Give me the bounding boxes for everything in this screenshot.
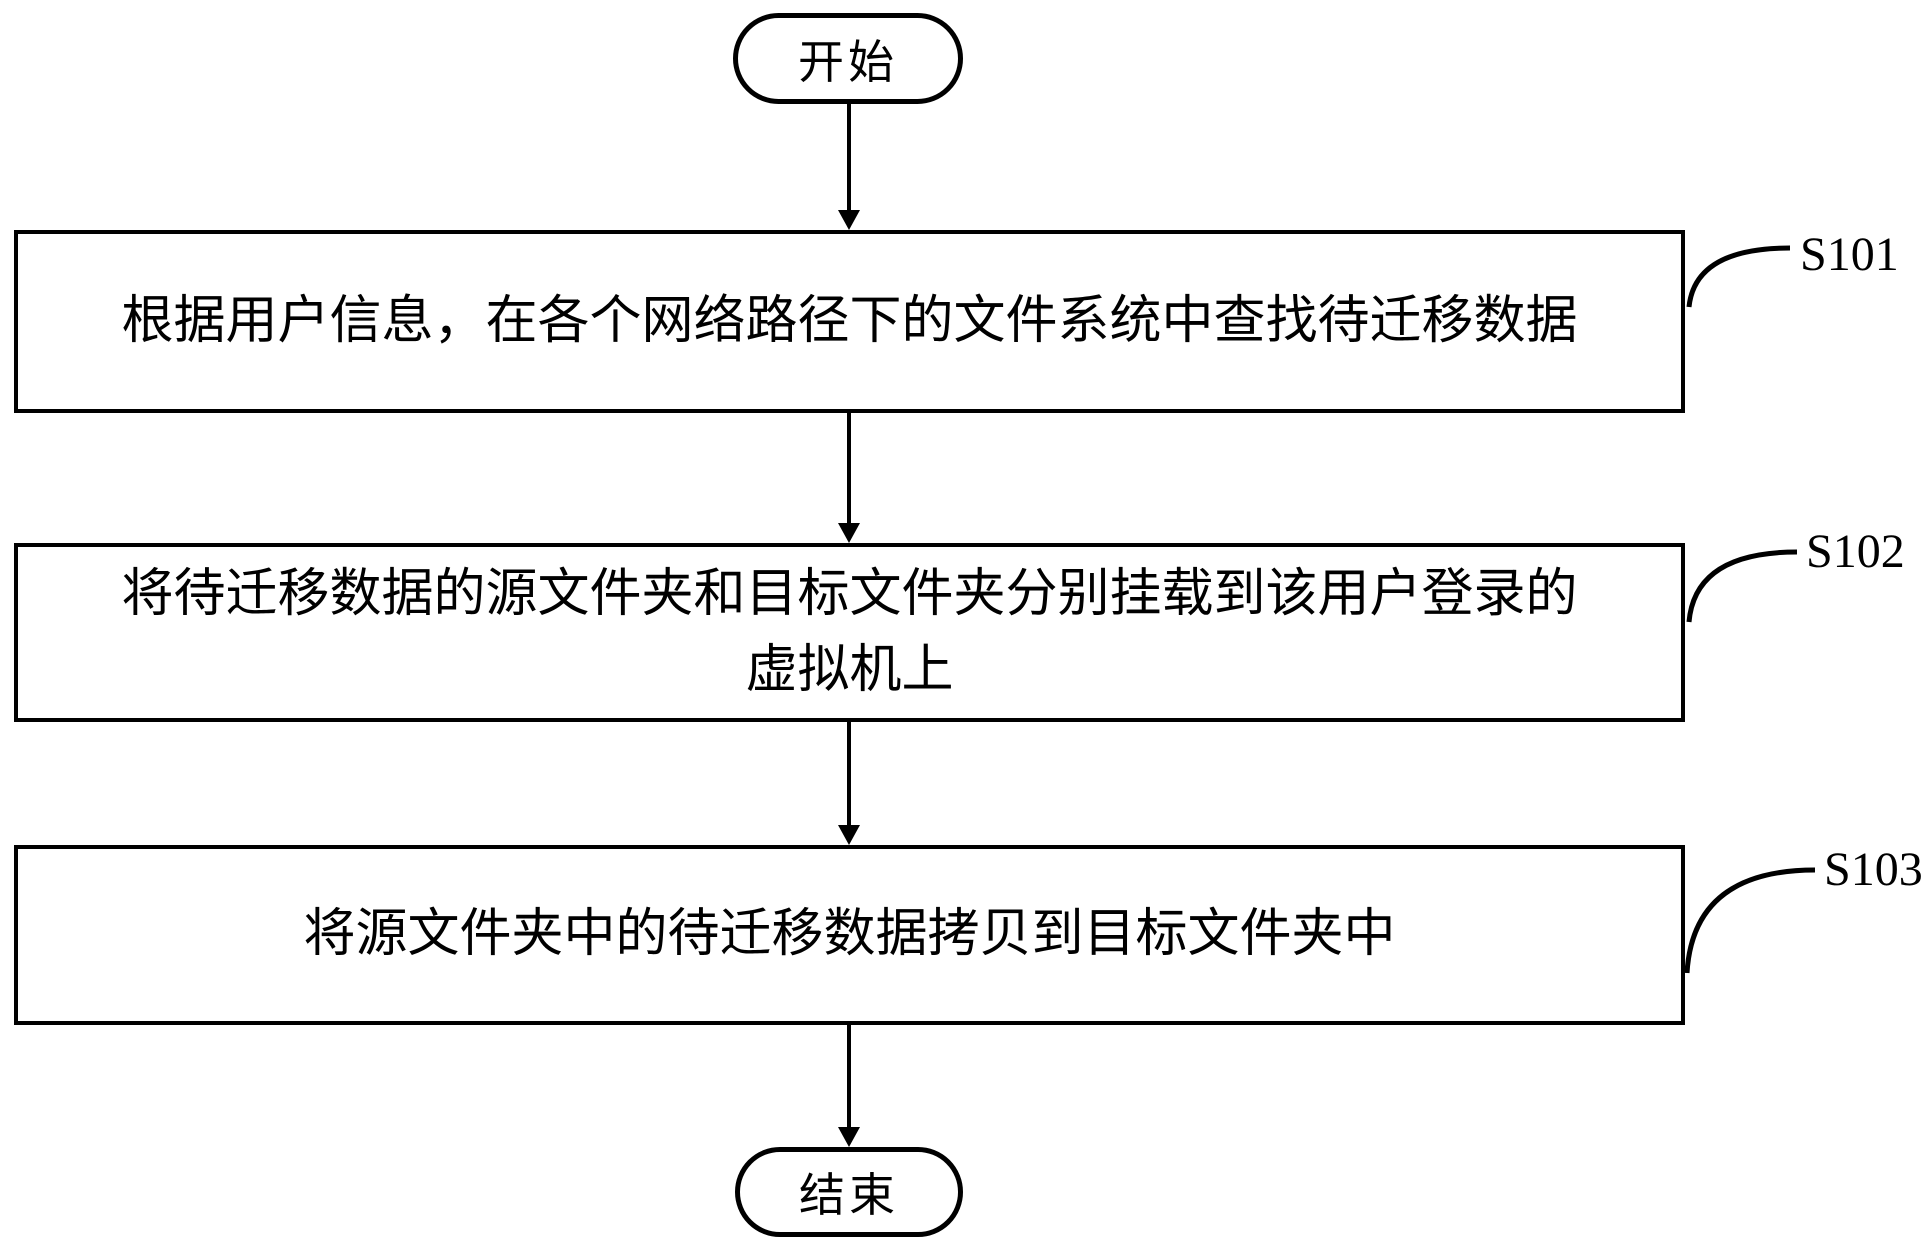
leader-curve-s103 xyxy=(1684,867,1816,974)
step-label-s101: S101 xyxy=(1800,228,1899,281)
leader-curve-s101 xyxy=(1686,245,1791,308)
arrow-s103-to-end xyxy=(838,1025,860,1147)
step-text-s102: 将待迁移数据的源文件夹和目标文件夹分别挂载到该用户登录的 虚拟机上 xyxy=(121,566,1578,699)
step-label-s103: S103 xyxy=(1824,843,1923,896)
arrow-s102-to-s103 xyxy=(838,722,860,845)
end-terminal: 结束 xyxy=(735,1147,963,1237)
leader-curve-s102 xyxy=(1686,549,1798,623)
arrow-s101-to-s102 xyxy=(838,413,860,543)
end-terminal-label: 结束 xyxy=(799,1170,899,1221)
step-text-s101: 根据用户信息，在各个网络路径下的文件系统中查找待迁移数据 xyxy=(121,292,1578,350)
step-text-s103: 将源文件夹中的待迁移数据拷贝到目标文件夹中 xyxy=(303,906,1396,964)
arrow-start-to-s101 xyxy=(838,103,860,230)
step-label-s102: S102 xyxy=(1806,525,1905,578)
start-terminal: 开始 xyxy=(733,13,963,104)
step-box-s101: 根据用户信息，在各个网络路径下的文件系统中查找待迁移数据 xyxy=(14,230,1685,413)
start-terminal-label: 开始 xyxy=(798,36,898,88)
step-box-s103: 将源文件夹中的待迁移数据拷贝到目标文件夹中 xyxy=(14,845,1685,1025)
step-box-s102: 将待迁移数据的源文件夹和目标文件夹分别挂载到该用户登录的 虚拟机上 xyxy=(14,543,1685,722)
